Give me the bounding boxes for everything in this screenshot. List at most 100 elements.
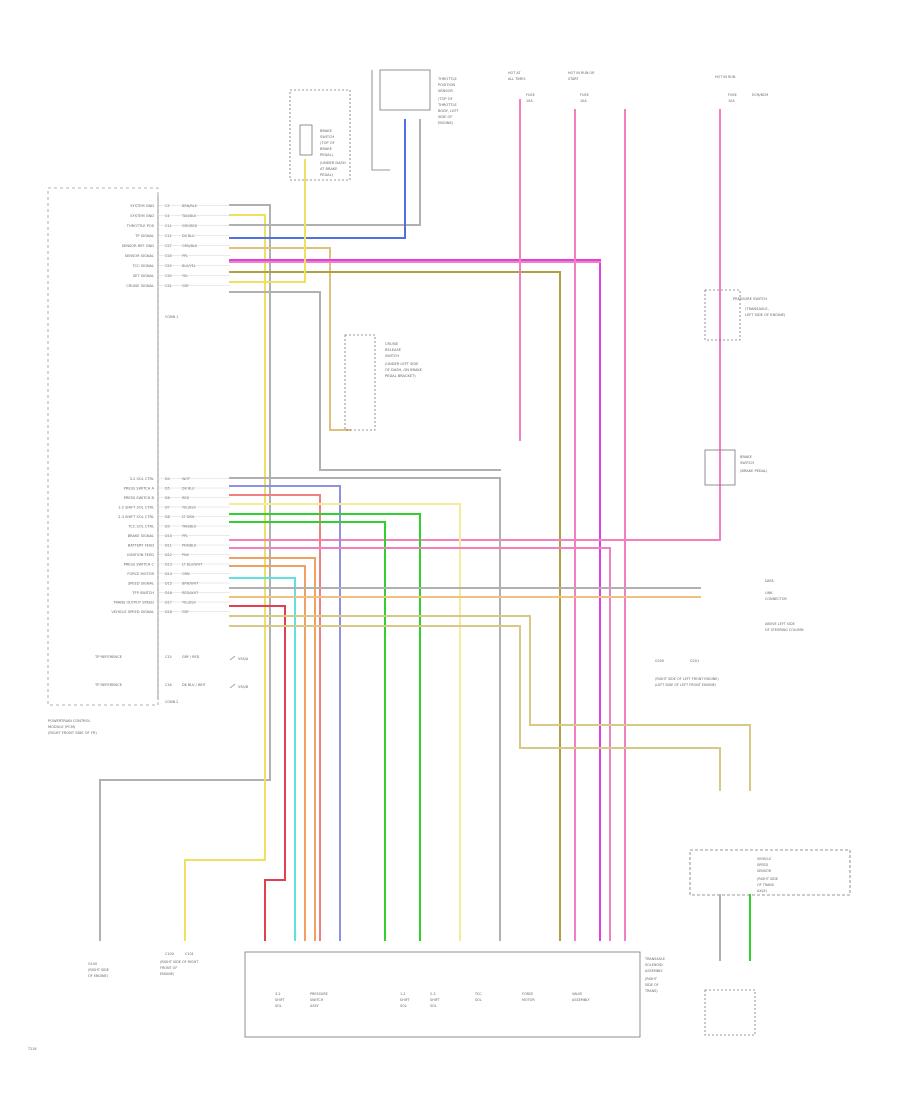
pin-bot-pin-7: D11 — [165, 544, 172, 548]
g-bl-2: (RIGHT SIDE — [88, 968, 109, 972]
brake-light-label-1: BRAKE — [740, 455, 753, 459]
brake-switch-label-5: PEDAL) — [320, 153, 334, 157]
trans-item-6: 1-2 — [400, 992, 406, 996]
pcm-title: POWERTRAIN CONTROL MODULE (PCM) (RIGHT F… — [48, 719, 97, 735]
pressure-switch-label-2: (TRANSAXLE, — [745, 307, 769, 311]
fuse-1-label-3: FUSE — [526, 93, 535, 97]
pin-bot-wire-4: LT GRN — [182, 515, 195, 519]
pin-bot-pin-4: D8 — [165, 515, 170, 519]
brake-switch-label-6: (UNDER DASH — [320, 161, 346, 165]
pin-bot-pin-10: D14 — [165, 572, 172, 576]
pin-top-label-7: SET SIGNAL — [133, 274, 154, 278]
tp-ref-2-label: TP REFERENCE — [94, 683, 123, 687]
pin-bot-wire-2: RED — [182, 496, 189, 500]
brake-switch-label-7: AT BRAKE — [320, 167, 338, 171]
cruise-label-3: SWITCH — [385, 354, 399, 358]
diagram-id: T216 — [27, 1047, 37, 1051]
ground-bottom-mid: C100 C101 (RIGHT SIDE OF RIGHT FRONT OF … — [160, 952, 199, 976]
pcm-title-3: (RIGHT FRONT SIDE OF FR) — [48, 731, 97, 735]
pin-bot-label-10: FORCE MOTOR — [127, 572, 154, 576]
brake-light-switch: BRAKE SWITCH (BRAKE PEDAL) — [704, 449, 768, 486]
pressure-switch: PRESSURE SWITCH (TRANSAXLE, LEFT SIDE OF… — [704, 289, 786, 341]
tp-ref-group: TP REFERENCE C15 GRY / RED VSS/A TP REFE… — [94, 655, 249, 704]
trans-label-2: SOLENOID — [645, 963, 663, 967]
g-bm-3: (RIGHT SIDE OF RIGHT — [160, 960, 199, 964]
pin-top-label-8: CRUISE SIGNAL — [126, 284, 154, 288]
throttle-position-sensor: THROTTLE POSITION SENSOR (TOP OF THROTTL… — [371, 69, 460, 171]
trans-item-1: SHIFT — [275, 998, 286, 1002]
wires-bottom — [229, 477, 751, 941]
pressure-switch-label-3: LEFT SIDE OF ENGINE) — [745, 313, 786, 317]
brake-switch-label-1: BRAKE — [320, 129, 333, 133]
pin-top-label-1: SYSTEM GND — [130, 214, 154, 218]
pin-bot-label-13: TRANS OUTPUT SPEED — [112, 601, 154, 605]
vehicle-speed-sensor-box: VEHICLE SPEED SENSOR (RIGHT SIDE OF TRAN… — [689, 849, 851, 1036]
g-right-3: (RIGHT SIDE OF LEFT FRONT ENGINE) — [655, 677, 719, 681]
pin-bot-label-0: 3-2 SOL CTRL — [130, 477, 154, 481]
pin-bot-pin-11: D15 — [165, 582, 172, 586]
pin-bot-pin-14: D18 — [165, 610, 172, 614]
trans-item-0: 3-2 — [275, 992, 281, 996]
g-bm-1: C100 — [165, 952, 174, 956]
pin-bot-wire-14: GRY — [182, 610, 190, 614]
pin-bot-label-12: TFP SWITCH — [131, 591, 154, 595]
pin-top-wire-2: GRY/RED — [182, 224, 197, 228]
tp-ref-2-pin: C16 — [165, 683, 172, 687]
pin-top-pin-1: C4 — [165, 214, 170, 218]
trans-item-4: SWITCH — [310, 998, 324, 1002]
wires-top — [99, 99, 721, 941]
vss-label-1: VEHICLE — [757, 857, 771, 861]
cruise-label-1: CRUISE — [385, 342, 399, 346]
trans-item-7: SHIFT — [400, 998, 411, 1002]
pin-top-wire-7: YEL — [182, 274, 188, 278]
pin-bot-wire-12: RED/WHT — [182, 591, 199, 595]
fuse-1: HOT AT ALL TIMES FUSE 10A — [508, 71, 535, 103]
pin-bot-wire-3: YEL/BLK — [182, 506, 196, 510]
pin-top-pin-8: C31 — [165, 284, 172, 288]
g-right-2: G201 — [690, 659, 699, 663]
tp-ref-1-pin: C15 — [165, 655, 172, 659]
fuse-2-label-2: START — [568, 77, 579, 81]
pin-bot-wire-1: DK BLU — [182, 487, 195, 491]
data-link-connector: DATA LINK CONNECTOR — [765, 579, 787, 601]
pin-top-pin-5: C28 — [165, 254, 172, 258]
pin-top-wire-6: BLK/YEL — [182, 264, 196, 268]
tp-ref-1-tag: VSS/A — [238, 657, 249, 661]
g-bm-4: FRONT OF — [160, 966, 177, 970]
pin-top-label-6: TCC SIGNAL — [132, 264, 154, 268]
brake-light-label-2: SWITCH — [740, 461, 754, 465]
pin-top-wire-5: PPL — [182, 254, 188, 258]
trans-item-11: SOL — [430, 1004, 437, 1008]
ground-note-1: ABOVE LEFT SIDE — [765, 622, 795, 626]
fuse-2-label-3: FUSE — [580, 93, 589, 97]
trans-item-16: VALVE — [572, 992, 582, 996]
vss-label-2: SPEED — [757, 863, 768, 867]
tps-label-2: POSITION — [438, 83, 455, 87]
trans-label-1: TRANSAXLE — [644, 957, 665, 961]
fuse-2-label-4: 10A — [580, 99, 587, 103]
pin-top-pin-3: C12 — [165, 234, 172, 238]
pin-top-label-2: THROTTLE POS — [126, 224, 155, 228]
data-link-label-1: DATA — [765, 579, 774, 583]
tps-label-6: BODY, LEFT — [438, 109, 460, 113]
pin-bot-pin-12: D16 — [165, 591, 172, 595]
trans-item-2: SOL — [275, 1004, 282, 1008]
pin-top-label-5: SENSOR SIGNAL — [125, 254, 154, 258]
ground-note: ABOVE LEFT SIDE OF STEERING COLUMN — [765, 622, 804, 632]
pin-bot-label-9: PRESS SWITCH C — [124, 563, 155, 567]
ground-note-2: OF STEERING COLUMN — [765, 628, 804, 632]
g-bm-2: C101 — [185, 952, 194, 956]
pin-top-wire-4: ORN/BLK — [182, 244, 198, 248]
pin-top-wire-1: TAN/BLK — [181, 214, 197, 218]
pin-bot-pin-2: D6 — [165, 496, 170, 500]
pin-bot-wire-13: YEL/BLK — [182, 601, 196, 605]
g-right-1: G200 — [655, 659, 664, 663]
g-bm-5: ENGINE) — [160, 972, 175, 976]
pin-top-label-0: SYSTEM GND — [130, 204, 154, 208]
pin-bot-label-6: BRAKE SIGNAL — [128, 534, 154, 538]
trans-item-13: SOL — [475, 998, 482, 1002]
vss-label-6: AXLE) — [757, 889, 768, 893]
pin-bot-label-2: PRESS SWITCH B — [124, 496, 155, 500]
pin-bot-pin-3: D7 — [165, 506, 170, 510]
pin-bot-label-11: SPEED SIGNAL — [128, 582, 154, 586]
